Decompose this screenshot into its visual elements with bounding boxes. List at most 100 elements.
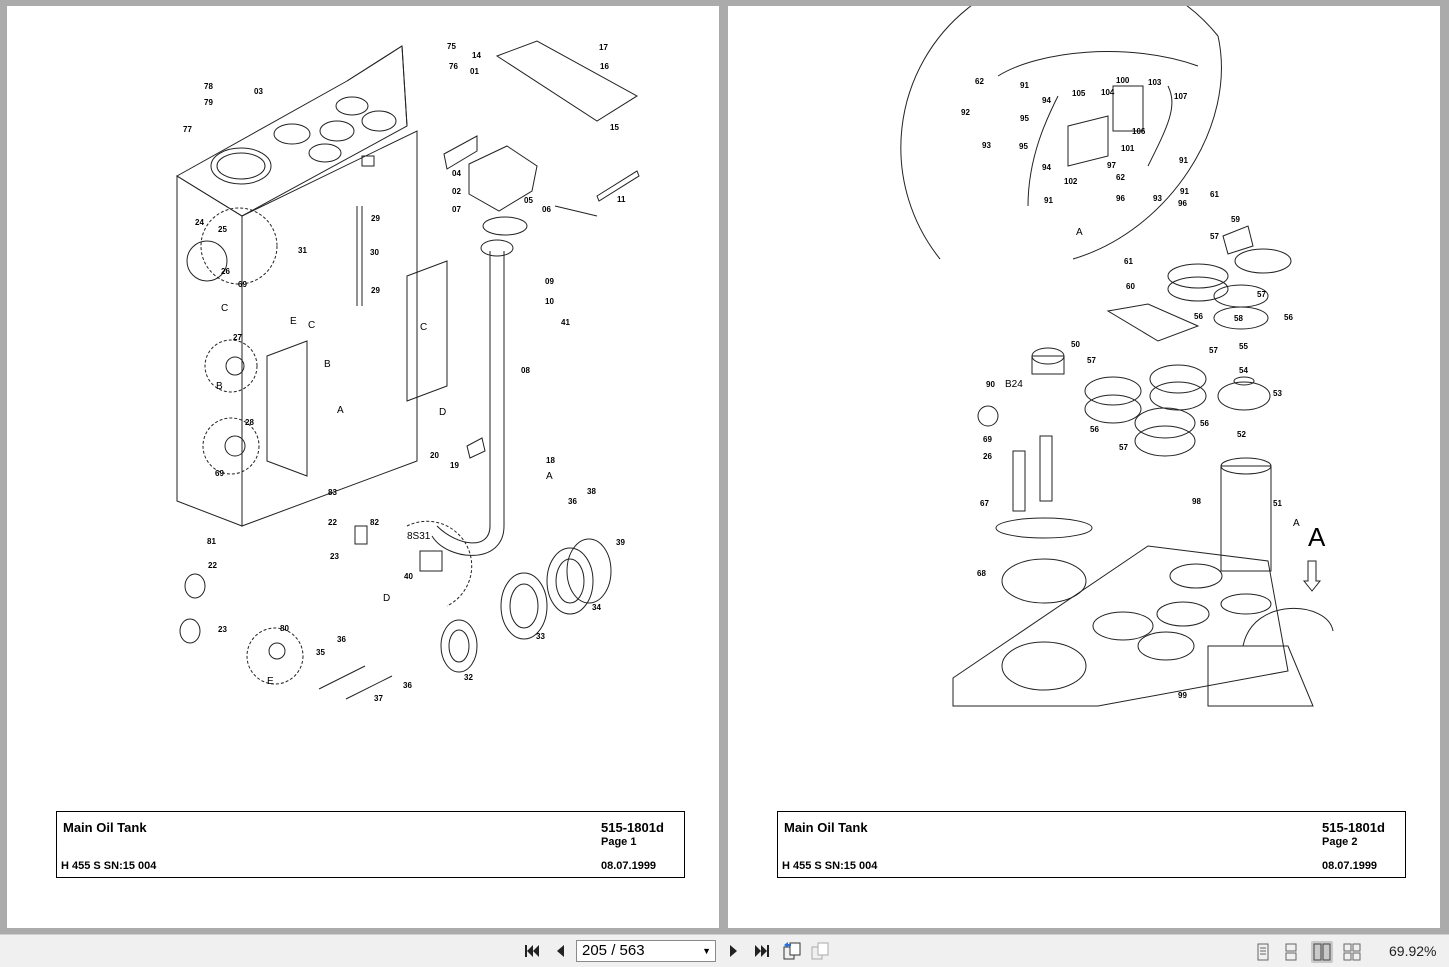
page-number-field[interactable]: 205 / 563 ▼: [576, 940, 716, 962]
p1-callout-C: C: [420, 322, 427, 333]
two-page-continuous-view-button[interactable]: [1341, 941, 1363, 963]
p1-callout-25: 25: [218, 225, 227, 234]
p2-callout-94: 94: [1042, 96, 1051, 105]
p2-callout-97: 97: [1107, 161, 1116, 170]
previous-page-button[interactable]: [549, 941, 571, 961]
p1-callout-36: 36: [337, 635, 346, 644]
p1-callout-26: 26: [221, 267, 230, 276]
p1-callout-D: D: [439, 407, 446, 418]
p1-callout-05: 05: [524, 196, 533, 205]
p1-callout-75: 75: [447, 42, 456, 51]
model-number: H 455 S SN:15 004: [782, 860, 878, 872]
zoom-level[interactable]: 69.92%: [1389, 943, 1437, 959]
p1-callout-37: 37: [374, 694, 383, 703]
p2-callout-91: 91: [1044, 196, 1053, 205]
p2-callout-57: 57: [1209, 346, 1218, 355]
p2-callout-100: 100: [1116, 76, 1130, 85]
first-page-button[interactable]: [521, 941, 543, 961]
p2-callout-A: A: [1076, 227, 1083, 238]
p1-callout-07: 07: [452, 205, 461, 214]
p1-callout-B: B: [324, 359, 331, 370]
next-page-button[interactable]: [723, 941, 745, 961]
p1-callout-41: 41: [561, 318, 570, 327]
p1-callout-28: 28: [245, 418, 254, 427]
p2-callout-95: 95: [1019, 142, 1028, 151]
p2-callout-57: 57: [1210, 232, 1219, 241]
p2-callout-A: A: [1293, 518, 1300, 529]
p2-callout-106: 106: [1132, 127, 1146, 136]
drawing-title: Main Oil Tank: [784, 820, 868, 835]
p1-callout-29: 29: [371, 214, 380, 223]
previous-view-button[interactable]: [781, 941, 803, 961]
p1-callout-31: 31: [298, 246, 307, 255]
drawing-code: 515-1801d: [1322, 820, 1385, 835]
drawing-title: Main Oil Tank: [63, 820, 147, 835]
p2-callout-101: 101: [1121, 144, 1135, 153]
p1-callout-78: 78: [204, 82, 213, 91]
continuous-view-icon: [1285, 943, 1297, 961]
p2-callout-57: 57: [1087, 356, 1096, 365]
p1-callout-23: 23: [330, 552, 339, 561]
navigation-toolbar: 205 / 563 ▼ 69.92%: [0, 934, 1449, 967]
single-page-view-icon: [1257, 943, 1269, 961]
two-page-view-icon: [1313, 943, 1331, 961]
drawing-code: 515-1801d: [601, 820, 664, 835]
drawing-date: 08.07.1999: [1322, 860, 1378, 872]
p2-callout-58: 58: [1234, 314, 1243, 323]
p2-callout-91: 91: [1180, 187, 1189, 196]
p1-callout-8S31: 8S31: [407, 531, 431, 542]
p2-callout-91: 91: [1179, 156, 1188, 165]
last-page-button[interactable]: [751, 941, 773, 961]
p1-callout-83: 83: [328, 488, 337, 497]
p1-callout-38: 38: [587, 487, 596, 496]
p1-callout-22: 22: [328, 518, 337, 527]
current-page-number: 205: [582, 942, 608, 959]
p2-callout-26: 26: [983, 452, 992, 461]
p1-callout-39: 39: [616, 538, 625, 547]
page-label: Page 2: [1322, 836, 1358, 848]
p1-callout-01: 01: [470, 67, 479, 76]
first-page-icon: [525, 945, 539, 957]
p2-callout-59: 59: [1231, 215, 1240, 224]
p2-callout-67: 67: [980, 499, 989, 508]
p2-callout-99: 99: [1178, 691, 1187, 700]
previous-page-icon: [557, 945, 564, 957]
p1-callout-22: 22: [208, 561, 217, 570]
p2-callout-92: 92: [961, 108, 970, 117]
p2-callout-93: 93: [1153, 194, 1162, 203]
p1-callout-D: D: [383, 593, 390, 604]
p2-callout-61: 61: [1210, 190, 1219, 199]
previous-view-icon: [783, 942, 801, 960]
p1-callout-11: 11: [617, 195, 626, 204]
p1-callout-04: 04: [452, 169, 461, 178]
p1-callout-C: C: [308, 320, 315, 331]
p1-callout-40: 40: [404, 572, 413, 581]
p1-callout-18: 18: [546, 456, 555, 465]
continuous-view-button[interactable]: [1280, 941, 1302, 963]
p2-callout-104: 104: [1101, 88, 1115, 97]
p1-callout-E: E: [290, 316, 297, 327]
p1-callout-06: 06: [542, 205, 551, 214]
p1-callout-A: A: [337, 405, 344, 416]
title-block: Main Oil Tank H 455 S SN:15 004 515-1801…: [777, 811, 1406, 878]
p2-callout-107: 107: [1174, 92, 1188, 101]
p2-callout-54: 54: [1239, 366, 1248, 375]
p1-callout-81: 81: [207, 537, 216, 546]
p1-callout-14: 14: [472, 51, 481, 60]
p1-callout-79: 79: [204, 98, 213, 107]
model-number: H 455 S SN:15 004: [61, 860, 157, 872]
p2-callout-57: 57: [1257, 290, 1266, 299]
p1-callout-29: 29: [371, 286, 380, 295]
next-view-button[interactable]: [809, 941, 831, 961]
p1-callout-A: A: [546, 471, 553, 482]
single-page-view-button[interactable]: [1252, 941, 1274, 963]
two-page-view-button[interactable]: [1311, 941, 1333, 963]
p1-callout-69: 69: [215, 469, 224, 478]
p1-callout-08: 08: [521, 366, 530, 375]
p2-callout-55: 55: [1239, 342, 1248, 351]
chevron-down-icon[interactable]: ▼: [702, 946, 711, 956]
